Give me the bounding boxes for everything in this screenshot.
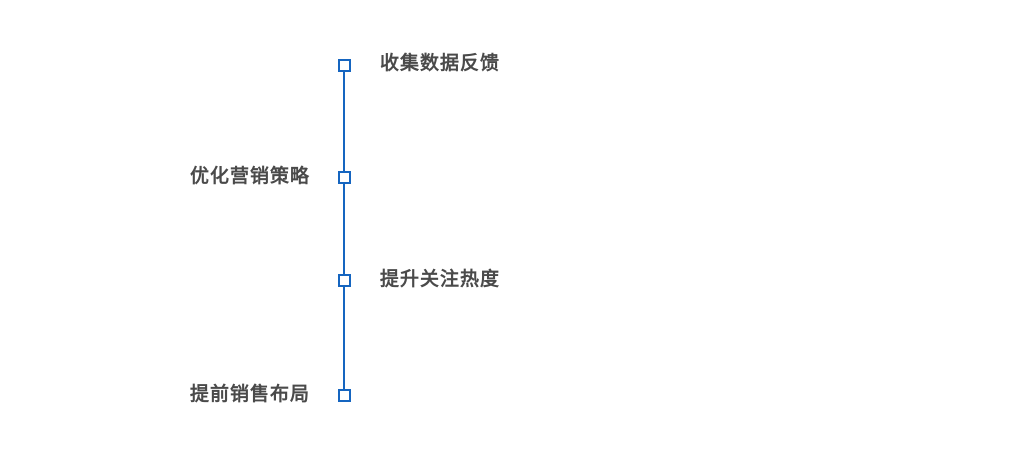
timeline-node-marker-icon xyxy=(338,171,351,184)
timeline-node-marker-icon xyxy=(338,389,351,402)
timeline-node-marker-icon xyxy=(338,59,351,72)
timeline-line xyxy=(343,65,345,396)
timeline-label: 提前销售布局 xyxy=(189,384,310,405)
timeline-label: 收集数据反馈 xyxy=(380,53,501,74)
timeline-label: 优化营销策略 xyxy=(189,166,310,187)
timeline-node-marker-icon xyxy=(338,274,351,287)
timeline-label: 提升关注热度 xyxy=(380,269,501,290)
